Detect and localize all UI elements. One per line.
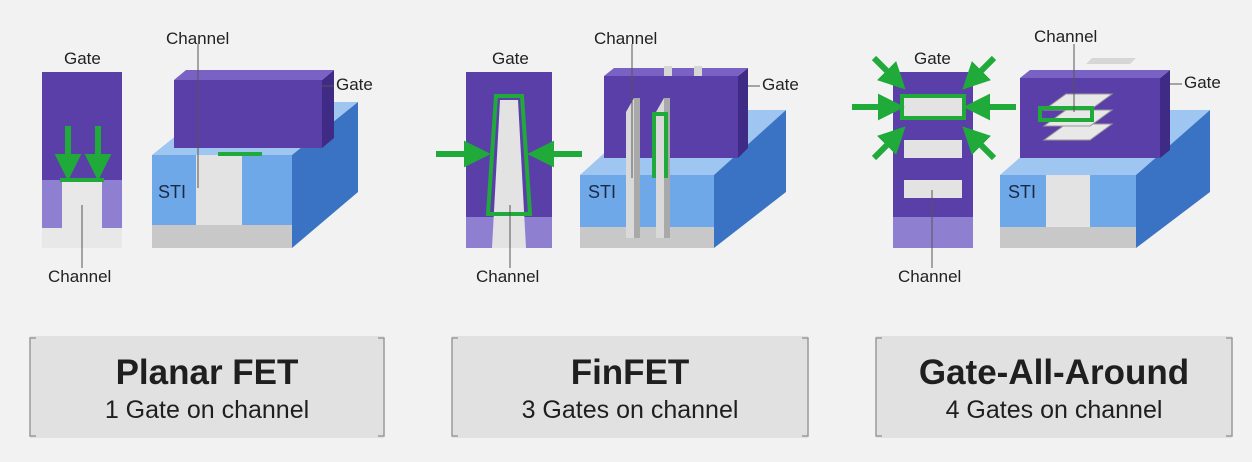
gaa-3d-gate-label: Gate xyxy=(1184,73,1221,92)
panel-gaa-background xyxy=(876,336,1232,438)
panel-finfet-title: FinFET xyxy=(571,353,690,392)
finfet-gate-side xyxy=(738,68,748,158)
panel-finfet: FinFET 3 Gates on channel xyxy=(451,336,809,438)
finfet-fin-1-side xyxy=(634,98,640,238)
panel-planar-subtitle: 1 Gate on channel xyxy=(105,396,309,424)
panel-finfet-brackets xyxy=(451,337,809,437)
gaa-gate-top xyxy=(1020,70,1170,78)
finfet-gate-top xyxy=(604,68,748,76)
planar-gate-front xyxy=(174,80,322,148)
planar-channel-front xyxy=(196,155,242,225)
planar-3d-device: STI Channel Gate xyxy=(152,29,373,248)
finfet-3d-gate-wrap xyxy=(652,112,668,178)
planar-gate-side xyxy=(322,70,334,148)
gaa-channel-front xyxy=(1046,175,1090,227)
gaa-gate-side xyxy=(1160,70,1170,158)
gaa-nanosheet-1 xyxy=(900,94,966,120)
finfet-channel-label: Channel xyxy=(476,267,539,286)
finfet-3d-channel-label: Channel xyxy=(594,29,657,48)
finfet-gate-front xyxy=(604,76,738,158)
gaa-3d-gate-wrap xyxy=(1038,106,1094,122)
finfet-cross-section: Gate Channel xyxy=(436,49,582,286)
finfet-substrate-front xyxy=(580,227,714,248)
gaa-3d-device: STI Channel Gate xyxy=(1000,27,1221,248)
gaa-arrow-top-right xyxy=(962,55,997,90)
planar-cross-section: Gate Channel xyxy=(42,49,122,286)
gaa-sheet-tip xyxy=(1086,58,1136,64)
planar-gate-top xyxy=(174,70,334,80)
planar-fet-figure: Gate Channel STI Channel Gate xyxy=(42,29,373,286)
gaa-gate-label: Gate xyxy=(914,49,951,68)
gaa-sti-label: STI xyxy=(1008,182,1036,202)
planar-substrate-front xyxy=(152,225,292,248)
finfet-gate-label: Gate xyxy=(492,49,529,68)
panel-finfet-subtitle: 3 Gates on channel xyxy=(522,396,739,424)
finfet-3d-device: STI Channel Gate xyxy=(580,29,799,248)
panel-gaa-brackets xyxy=(875,337,1233,437)
panel-planar: Planar FET 1 Gate on channel xyxy=(29,336,385,438)
panel-gaa-subtitle: 4 Gates on channel xyxy=(946,396,1163,424)
gaa-arrow-bottom-right xyxy=(962,126,997,161)
panel-gaa-title: Gate-All-Around xyxy=(919,353,1189,392)
planar-gate-label: Gate xyxy=(64,49,101,68)
finfet-3d-gate-label: Gate xyxy=(762,75,799,94)
gaa-substrate-front xyxy=(1000,227,1136,248)
gaa-3d-channel-label: Channel xyxy=(1034,27,1097,46)
planar-3d-gate-label: Gate xyxy=(336,75,373,94)
gaa-figure: Gate Channel STI Channel Gate xyxy=(852,27,1221,286)
gaa-oxide-layer xyxy=(893,217,973,248)
gaa-3d-sheet-3 xyxy=(1042,123,1114,141)
finfet-fin-tip-2 xyxy=(694,66,702,76)
planar-gate-block xyxy=(42,72,122,180)
gaa-nanosheet-3 xyxy=(904,180,962,198)
gaa-right-face xyxy=(1136,110,1210,248)
finfet-gate-wrap-outline xyxy=(485,94,533,216)
planar-3d-channel-label: Channel xyxy=(166,29,229,48)
finfet-sti-front xyxy=(580,175,714,227)
finfet-fin xyxy=(492,100,526,248)
finfet-sti-label: STI xyxy=(588,182,616,202)
panel-gaa: Gate-All-Around 4 Gates on channel xyxy=(875,336,1233,438)
gaa-arrow-bottom-left xyxy=(871,126,906,161)
panel-finfet-background xyxy=(452,336,808,438)
planar-right-face xyxy=(292,102,358,248)
finfet-right-face xyxy=(714,110,786,248)
finfet-fin-tip-1 xyxy=(664,66,672,76)
planar-sti-label: STI xyxy=(158,182,186,202)
finfet-figure: Gate Channel STI Channel Gate xyxy=(436,29,799,286)
panel-planar-brackets xyxy=(29,337,385,437)
panel-planar-background xyxy=(30,336,384,438)
planar-channel-label: Channel xyxy=(48,267,111,286)
gaa-cross-section: Gate Channel xyxy=(852,49,1016,286)
panel-planar-title: Planar FET xyxy=(116,353,299,392)
gaa-nanosheet-2 xyxy=(904,140,962,158)
gaa-channel-label: Channel xyxy=(898,267,961,286)
gaa-arrow-top-left xyxy=(871,55,906,90)
